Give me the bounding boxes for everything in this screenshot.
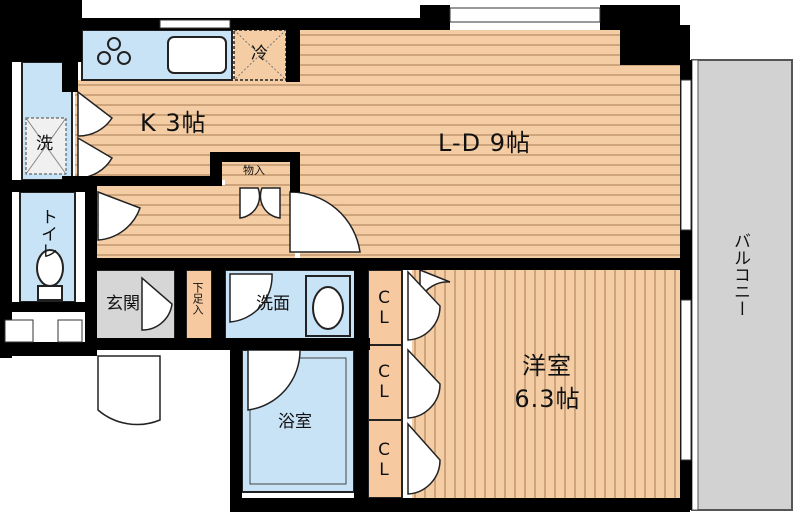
- room-label-closet-3: CL: [374, 440, 394, 480]
- room-label-closet-1: CL: [374, 288, 394, 328]
- door-swing-icon: [77, 90, 451, 495]
- room-label-fridge: 冷: [251, 44, 268, 64]
- room-label-closet-2: CL: [374, 362, 394, 402]
- closet-3: [367, 419, 403, 499]
- room-label-bath: 浴室: [278, 412, 312, 432]
- toilet-icon: [36, 249, 64, 301]
- closet-1: [367, 269, 403, 346]
- windows: [4, 7, 692, 461]
- western-room-floor: [412, 266, 687, 502]
- room-label-storage: 物入: [243, 164, 265, 177]
- room-label-kitchen: K 3帖: [140, 109, 207, 137]
- room-label-shoe-closet: 下足入: [191, 282, 204, 315]
- stove-burner-icon: [97, 37, 131, 65]
- balcony-area: [691, 59, 793, 511]
- sink-icon: [167, 36, 227, 74]
- room-label-washroom: 洗面: [256, 294, 290, 314]
- ld-floor: [300, 30, 685, 266]
- room-label-western-size: 6.3帖: [514, 385, 581, 413]
- walls: [0, 0, 692, 512]
- room-label-entrance: 玄関: [106, 294, 140, 314]
- room-label-ld: L-D 9帖: [438, 129, 531, 157]
- room-label-washer: 洗: [36, 134, 53, 154]
- room-label-toilet: トイレ: [37, 208, 57, 259]
- room-label-balcony: バルコニー: [730, 232, 750, 317]
- room-label-western-name: 洋室: [522, 352, 572, 380]
- washbasin-icon: [305, 275, 351, 337]
